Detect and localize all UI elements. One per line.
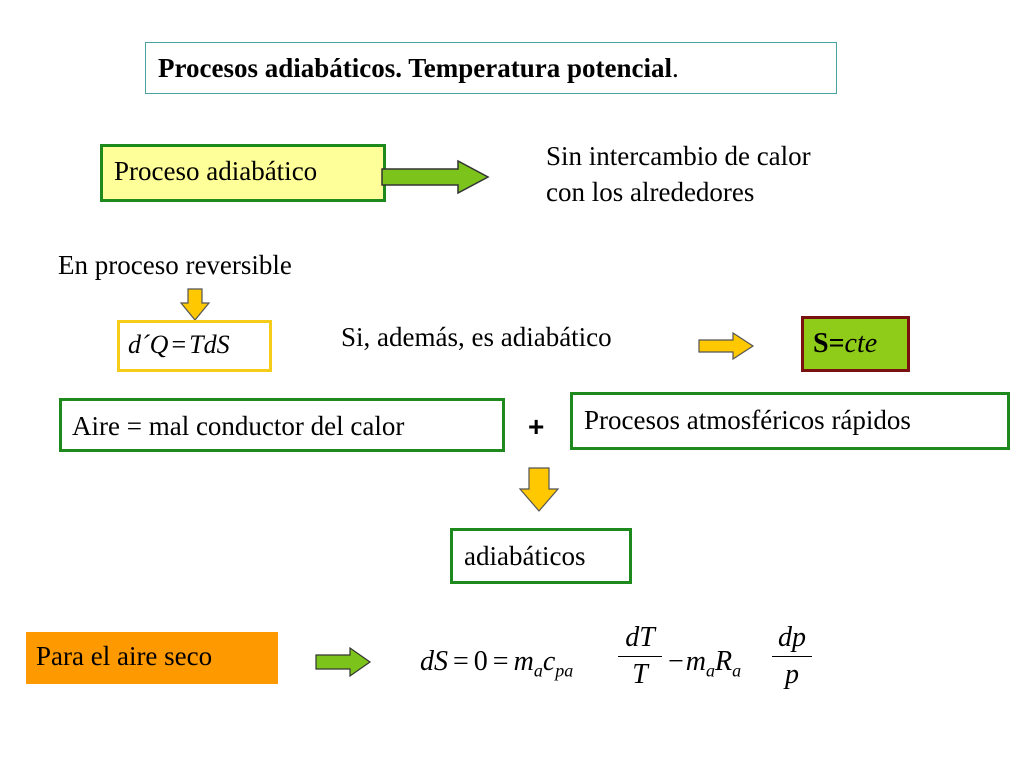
formula-lhs: d´Q [128, 330, 169, 359]
eq-c: c [542, 646, 556, 677]
right-arrow-icon [315, 646, 372, 678]
right-arrow-icon [381, 159, 490, 195]
down-arrow-icon [179, 288, 211, 321]
adiabatic-description: Sin intercambio de calor con los alreded… [546, 138, 811, 210]
eq-m-sub: a [533, 660, 543, 681]
procesos-rapidos-label: Procesos atmosféricos rápidos [584, 405, 911, 435]
adiabatic-condition: Si, además, es adiabático [341, 322, 612, 352]
eq-m2-sub: a [706, 660, 716, 681]
eq-equals-1: = [453, 646, 469, 677]
frac1-numerator: dT [625, 622, 655, 653]
page-title: Procesos adiabáticos. Temperatura potenc… [145, 42, 837, 94]
formula-rhs: TdS [189, 330, 230, 359]
adiabaticos-label: adiabáticos [464, 541, 586, 571]
aire-mal-conductor-label: Aire = mal conductor del calor [72, 411, 405, 441]
title-text: Procesos adiabáticos. Temperatura potenc… [158, 53, 672, 83]
eq-dS: dS [420, 646, 448, 677]
description-line-1: Sin intercambio de calor [546, 141, 811, 171]
down-arrow-icon [518, 467, 560, 512]
title-period: . [671, 53, 679, 83]
eq-minus: − [668, 646, 684, 677]
fraction-dp-p: dp p [772, 622, 812, 691]
aire-seco-label: Para el aire seco [36, 641, 213, 671]
eq-equals-2: = [492, 646, 509, 677]
fraction-dT-T: dT T [618, 622, 662, 691]
eq-m2: m [685, 646, 707, 677]
eq-R-sub: a [732, 660, 742, 681]
eq-zero: 0 [473, 646, 488, 677]
entropy-equals: = [828, 328, 845, 359]
procesos-rapidos-box: Procesos atmosféricos rápidos [570, 392, 1010, 450]
frac2-denominator: p [785, 659, 799, 690]
entropy-value: cte [844, 328, 878, 359]
adiabaticos-box: adiabáticos [450, 528, 632, 584]
aire-mal-conductor-box: Aire = mal conductor del calor [59, 398, 505, 452]
frac1-denominator: T [632, 659, 648, 690]
proceso-adiabatico-box: Proceso adiabático [100, 144, 386, 202]
aire-seco-box: Para el aire seco [26, 632, 278, 684]
reversible-heading: En proceso reversible [58, 250, 292, 280]
entropy-equation: dS=0=macpa dT T −maRa dp p [420, 622, 820, 712]
frac2-numerator: dp [778, 622, 806, 653]
eq-m: m [513, 646, 534, 677]
entropy-constant-box: S=cte [801, 316, 910, 372]
entropy-symbol: S [813, 328, 829, 359]
right-arrow-icon [698, 331, 755, 361]
formula-equals: = [171, 330, 187, 359]
eq-R: R [715, 646, 733, 677]
heat-formula-box: d´Q=TdS [117, 320, 272, 372]
proceso-adiabatico-label: Proceso adiabático [114, 156, 318, 186]
eq-c-sub: pa [555, 660, 574, 681]
description-line-2: con los alrededores [546, 177, 755, 207]
plus-sign: + [528, 411, 545, 442]
